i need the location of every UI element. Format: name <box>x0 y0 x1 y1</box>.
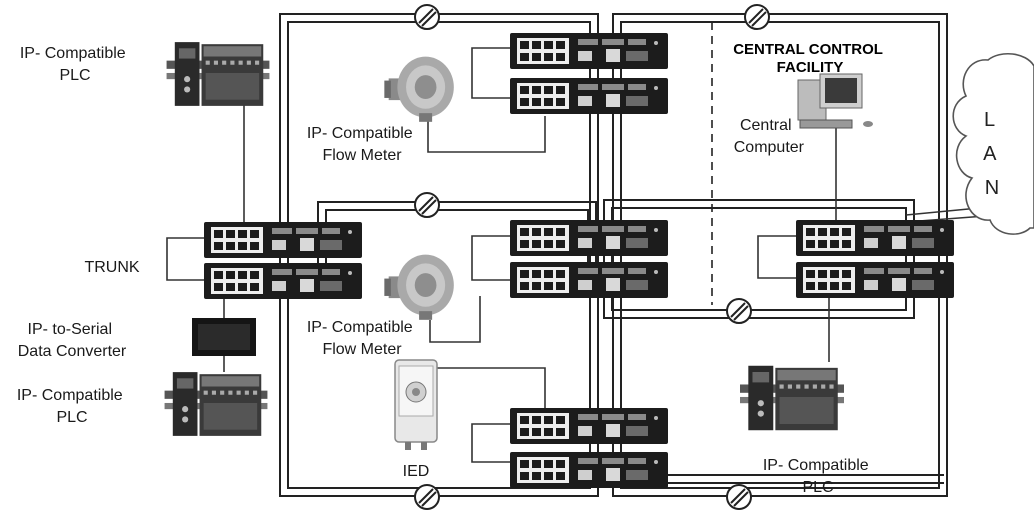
flow-meter-mid-label: IP- Compatible Flow Meter <box>307 319 417 358</box>
ring-coupler-icon <box>726 484 752 510</box>
device-links <box>166 47 837 463</box>
ring-coupler-icon <box>414 484 440 510</box>
trunk-switch-upper <box>204 222 362 258</box>
top-switch-upper <box>510 33 668 69</box>
bottom-switch-lower <box>510 452 668 488</box>
serial-converter-icon <box>192 318 256 356</box>
plc-icon <box>740 365 844 431</box>
trunk-switch-lower <box>204 263 362 299</box>
top-switch-lower <box>510 78 668 114</box>
facility-switch-lower <box>796 262 954 298</box>
flow-meter-top-label: IP- Compatible Flow Meter <box>307 125 417 164</box>
middle-switch-upper <box>510 220 668 256</box>
ring-coupler-icon <box>414 4 440 30</box>
ring-coupler-icon <box>414 192 440 218</box>
flow-meter-icon <box>384 254 454 320</box>
bottom-switch-upper <box>510 408 668 444</box>
plc-icon <box>164 372 268 436</box>
central-facility-label: CENTRAL CONTROL FACILITY <box>733 41 887 76</box>
plc-bottom-left-label: IP- Compatible PLC <box>17 387 127 426</box>
facility-switch-upper <box>796 220 954 256</box>
flow-meter-icon <box>384 56 454 122</box>
trunk-label: TRUNK <box>84 259 139 276</box>
ring-coupler-icon <box>744 4 770 30</box>
serial-converter-label: IP- to-Serial Data Converter <box>18 321 127 360</box>
plc-icon <box>166 42 270 106</box>
central-computer-label: Central Computer <box>734 117 805 156</box>
plc-top-left-label: IP- Compatible PLC <box>20 45 130 84</box>
desktop-computer-icon <box>797 73 873 129</box>
ied-label: IED <box>403 463 430 480</box>
middle-switch-lower <box>510 262 668 298</box>
plc-bottom-right-label: IP- Compatible PLC <box>763 457 873 496</box>
lan-label: L A N <box>983 109 1001 199</box>
labels: IP- Compatible PLC IP- Compatible Flow M… <box>17 41 1001 496</box>
ring-coupler-icon <box>726 298 752 324</box>
ied-icon <box>394 359 438 450</box>
cloud-icon <box>952 53 1034 235</box>
